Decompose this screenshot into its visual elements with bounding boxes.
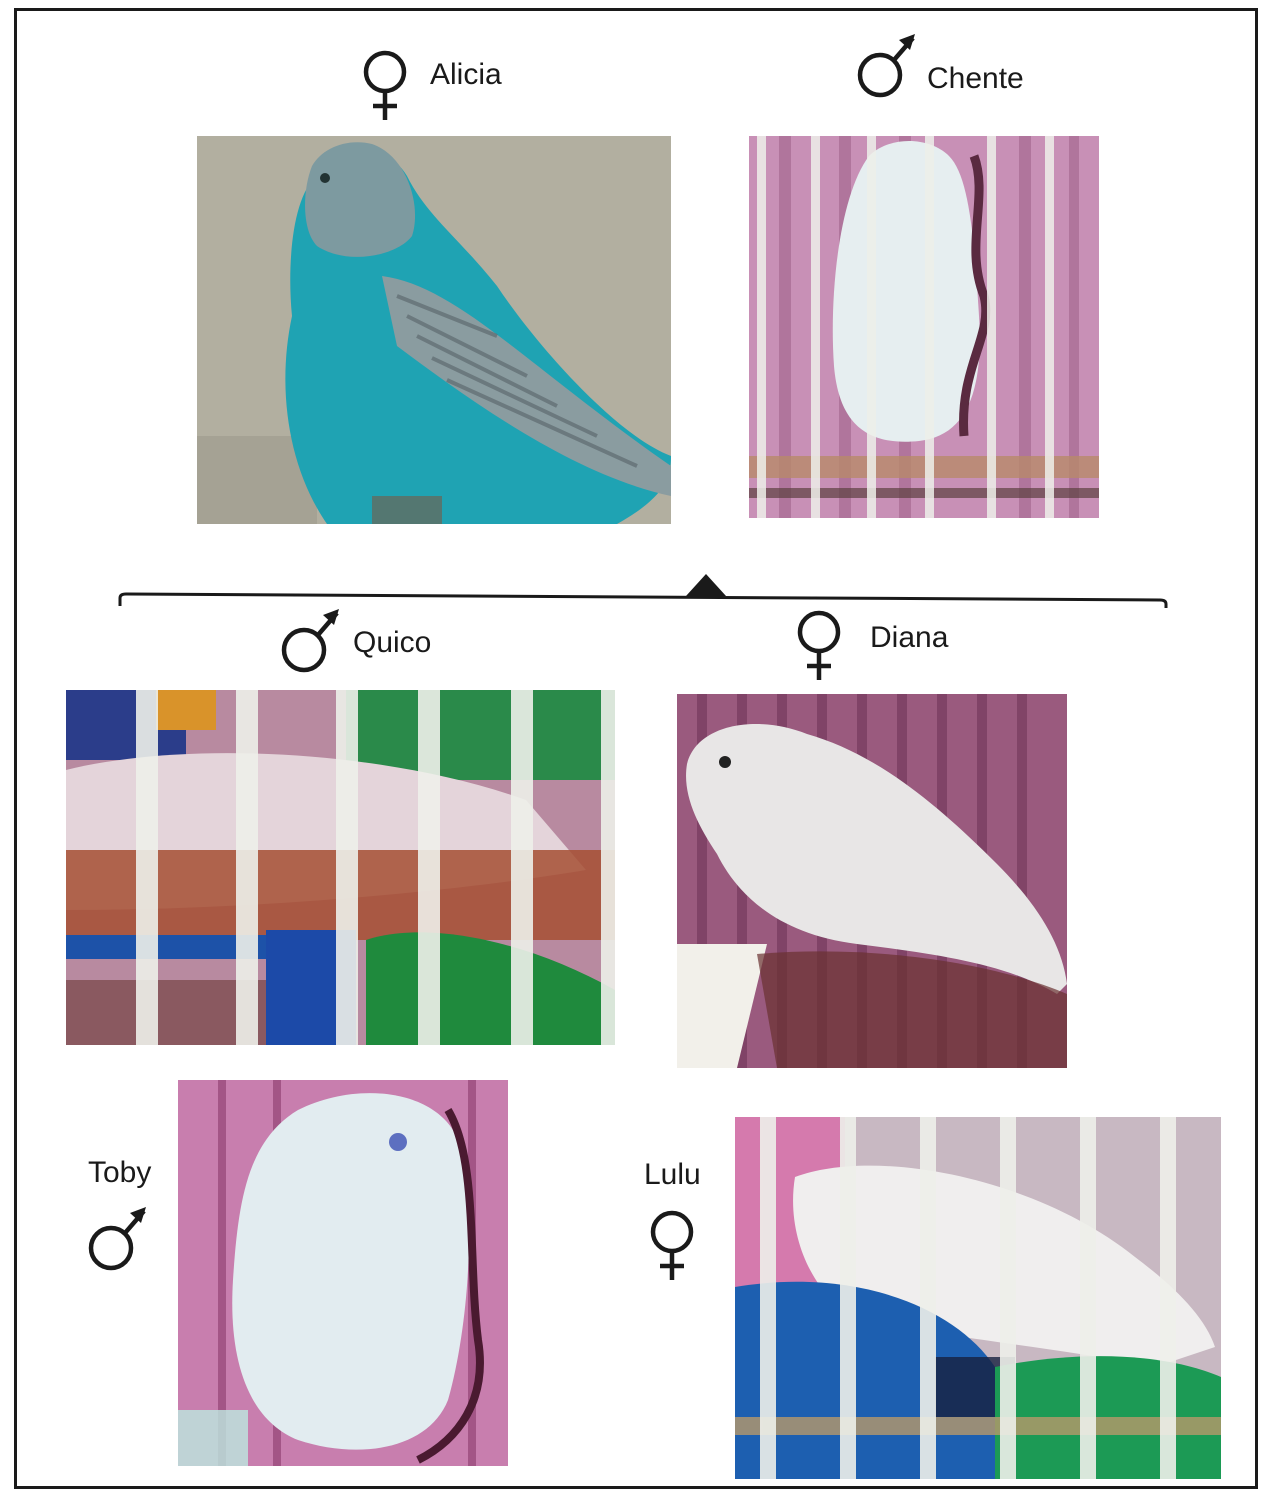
photo-chente	[749, 136, 1099, 518]
female-sign-icon	[356, 48, 414, 122]
name-label-alicia: Alicia	[430, 58, 502, 92]
photo-alicia	[197, 136, 671, 524]
photo-diana	[677, 694, 1067, 1068]
male-sign-icon	[855, 32, 917, 100]
photo-quico	[66, 690, 615, 1045]
photo-lulu	[735, 1117, 1221, 1479]
name-label-diana: Diana	[870, 621, 948, 655]
female-sign-icon	[643, 1208, 701, 1282]
male-sign-icon	[279, 607, 341, 675]
photo-toby	[178, 1080, 508, 1466]
name-label-quico: Quico	[353, 626, 431, 660]
male-sign-icon	[86, 1205, 148, 1273]
name-label-toby: Toby	[88, 1156, 151, 1190]
name-label-lulu: Lulu	[644, 1158, 701, 1192]
name-label-chente: Chente	[927, 62, 1024, 96]
female-sign-icon	[790, 608, 848, 682]
